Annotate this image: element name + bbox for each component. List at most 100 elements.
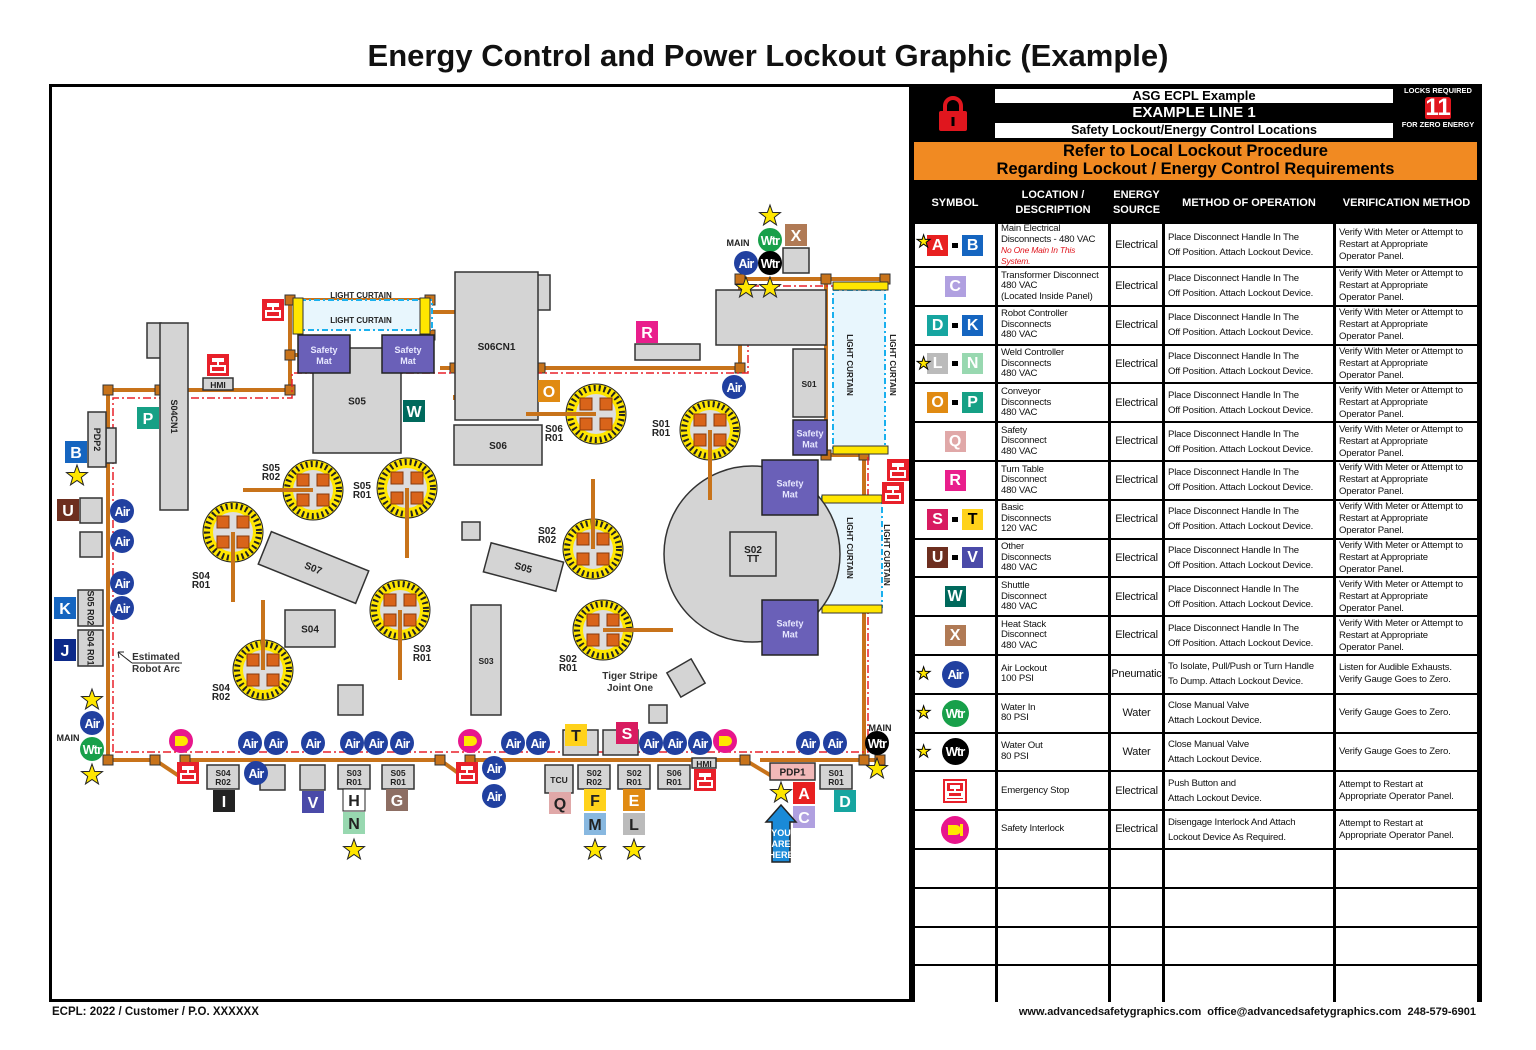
air-lockout-icon[interactable]: Air — [482, 784, 506, 808]
lockout-tag-o[interactable]: O — [538, 380, 560, 402]
water-in-lockout-icon[interactable]: Wtr — [80, 737, 104, 761]
lockout-tag-v[interactable]: V — [302, 791, 324, 813]
method-line: Place Disconnect Handle In The — [1168, 273, 1299, 285]
location-line: 480 VAC — [1001, 407, 1038, 419]
lockout-tag-f[interactable]: F — [584, 789, 606, 811]
column-header: SYMBOL — [931, 196, 979, 209]
air-lockout-icon[interactable]: Air — [823, 731, 847, 755]
main-label: MAIN — [727, 238, 750, 248]
lockout-tag-g[interactable]: G — [386, 789, 408, 811]
lockout-tag-i[interactable]: I — [213, 790, 235, 812]
location-line: 480 VAC — [1001, 484, 1038, 496]
lockout-tag-m[interactable]: M — [584, 813, 606, 835]
tag-background — [538, 380, 560, 402]
lockout-tag-t[interactable]: T — [565, 724, 587, 746]
air-lockout-icon[interactable]: Air — [501, 731, 525, 755]
emergency-stop-icon[interactable] — [262, 299, 284, 321]
air-lockout-icon[interactable]: Air — [80, 711, 104, 735]
energy-source-cell: Electrical — [1111, 306, 1162, 344]
estop-glyph — [459, 773, 475, 781]
air-lockout-icon[interactable]: Air — [264, 731, 288, 755]
air-lockout-icon[interactable]: Air — [526, 731, 550, 755]
air-lockout-icon[interactable]: Air — [301, 731, 325, 755]
lockout-tag-u[interactable]: U — [57, 499, 79, 521]
machine-station: S07 — [257, 530, 370, 605]
air-lockout-icon[interactable]: Air — [639, 731, 663, 755]
air-lockout-icon[interactable]: Air — [734, 251, 758, 275]
lockout-tag-w[interactable]: W — [403, 400, 425, 422]
machine-label: S06 — [489, 441, 507, 452]
lockout-tag-k[interactable]: K — [54, 597, 76, 619]
verification-line: Restart at Appropriate — [1339, 239, 1428, 250]
robot-body — [403, 593, 417, 607]
energy-source-cell: Electrical — [1111, 578, 1162, 616]
lockout-tag-e[interactable]: E — [623, 789, 645, 811]
location-line: Emergency Stop — [1001, 784, 1070, 796]
machine-label: S04CN1 — [169, 399, 179, 433]
air-lockout-icon[interactable]: Air — [722, 375, 746, 399]
air-lockout-icon[interactable]: Air — [796, 731, 820, 755]
lockout-tag-q[interactable]: Q — [549, 792, 571, 814]
air-lockout-icon[interactable]: Air — [110, 571, 134, 595]
equipment-box — [634, 343, 701, 361]
verification-cell: Verify Gauge Goes to Zero. — [1336, 694, 1477, 732]
lockout-tag-j[interactable]: J — [54, 639, 76, 661]
safety-mat — [297, 334, 351, 374]
water-in-lockout-icon[interactable]: Wtr — [758, 228, 782, 252]
column-header: LOCATION / DESCRIPTION — [1015, 189, 1091, 216]
lockout-circle-label: Air — [739, 257, 755, 271]
air-lockout-icon[interactable]: Air — [364, 731, 388, 755]
lockout-circle-label: Air — [828, 737, 844, 751]
emergency-stop-icon[interactable] — [177, 762, 199, 784]
safety-interlock-icon[interactable] — [169, 729, 193, 753]
lockout-tag-n[interactable]: N — [343, 812, 365, 834]
emergency-stop-icon[interactable] — [456, 762, 478, 784]
water-out-lockout-icon[interactable]: Wtr — [865, 731, 889, 755]
tag-letter: K — [59, 601, 71, 618]
lockout-tag-h[interactable]: H — [342, 788, 366, 812]
air-lockout-icon[interactable]: Air — [482, 756, 506, 780]
air-lockout-icon[interactable]: Air — [110, 499, 134, 523]
air-lockout-icon[interactable]: Air — [688, 731, 712, 755]
emergency-stop-icon[interactable] — [882, 482, 904, 504]
robot-body — [216, 515, 230, 529]
machine-box — [657, 764, 691, 790]
light-curtain-label: LIGHT CURTAIN — [845, 334, 854, 396]
lockout-tag-s[interactable]: S — [616, 722, 638, 744]
air-lockout-icon[interactable]: Air — [110, 596, 134, 620]
equipment-box — [536, 274, 551, 311]
water-out-lockout-icon[interactable]: Wtr — [758, 251, 782, 275]
lockout-tag-b[interactable]: B — [65, 441, 87, 463]
lockout-tag-l[interactable]: L — [623, 813, 645, 835]
lockout-tag-a[interactable]: A — [793, 782, 815, 804]
lockout-tag-c[interactable]: C — [793, 806, 815, 828]
empty-table-row — [915, 849, 1477, 887]
equipment-box — [782, 247, 810, 274]
machine-label: S04 — [301, 625, 319, 636]
machine-box — [792, 348, 826, 418]
safety-interlock-icon[interactable] — [713, 729, 737, 753]
lockout-tag-r[interactable]: R — [636, 321, 658, 343]
emergency-stop-icon[interactable] — [694, 769, 716, 791]
lockout-tag-d[interactable]: D — [834, 790, 856, 812]
air-lockout-icon[interactable]: Air — [390, 731, 414, 755]
emergency-stop-icon[interactable] — [887, 459, 909, 481]
safety-interlock-icon[interactable] — [458, 729, 482, 753]
location-line: 480 VAC — [1001, 601, 1038, 613]
lockout-tag-p[interactable]: P — [137, 407, 159, 429]
machine-box — [577, 764, 611, 790]
machine-box — [729, 531, 777, 577]
robot-body — [693, 413, 707, 427]
air-lockout-icon[interactable]: Air — [663, 731, 687, 755]
lockout-tag-x[interactable]: X — [785, 224, 807, 246]
air-lockout-icon[interactable]: Air — [340, 731, 364, 755]
robot — [369, 579, 431, 680]
air-lockout-icon[interactable]: Air — [110, 529, 134, 553]
emergency-stop-icon[interactable] — [207, 354, 229, 376]
air-lockout-icon[interactable]: Air — [244, 761, 268, 785]
conveyor-joint — [734, 362, 746, 374]
air-lockout-icon[interactable]: Air — [238, 731, 262, 755]
